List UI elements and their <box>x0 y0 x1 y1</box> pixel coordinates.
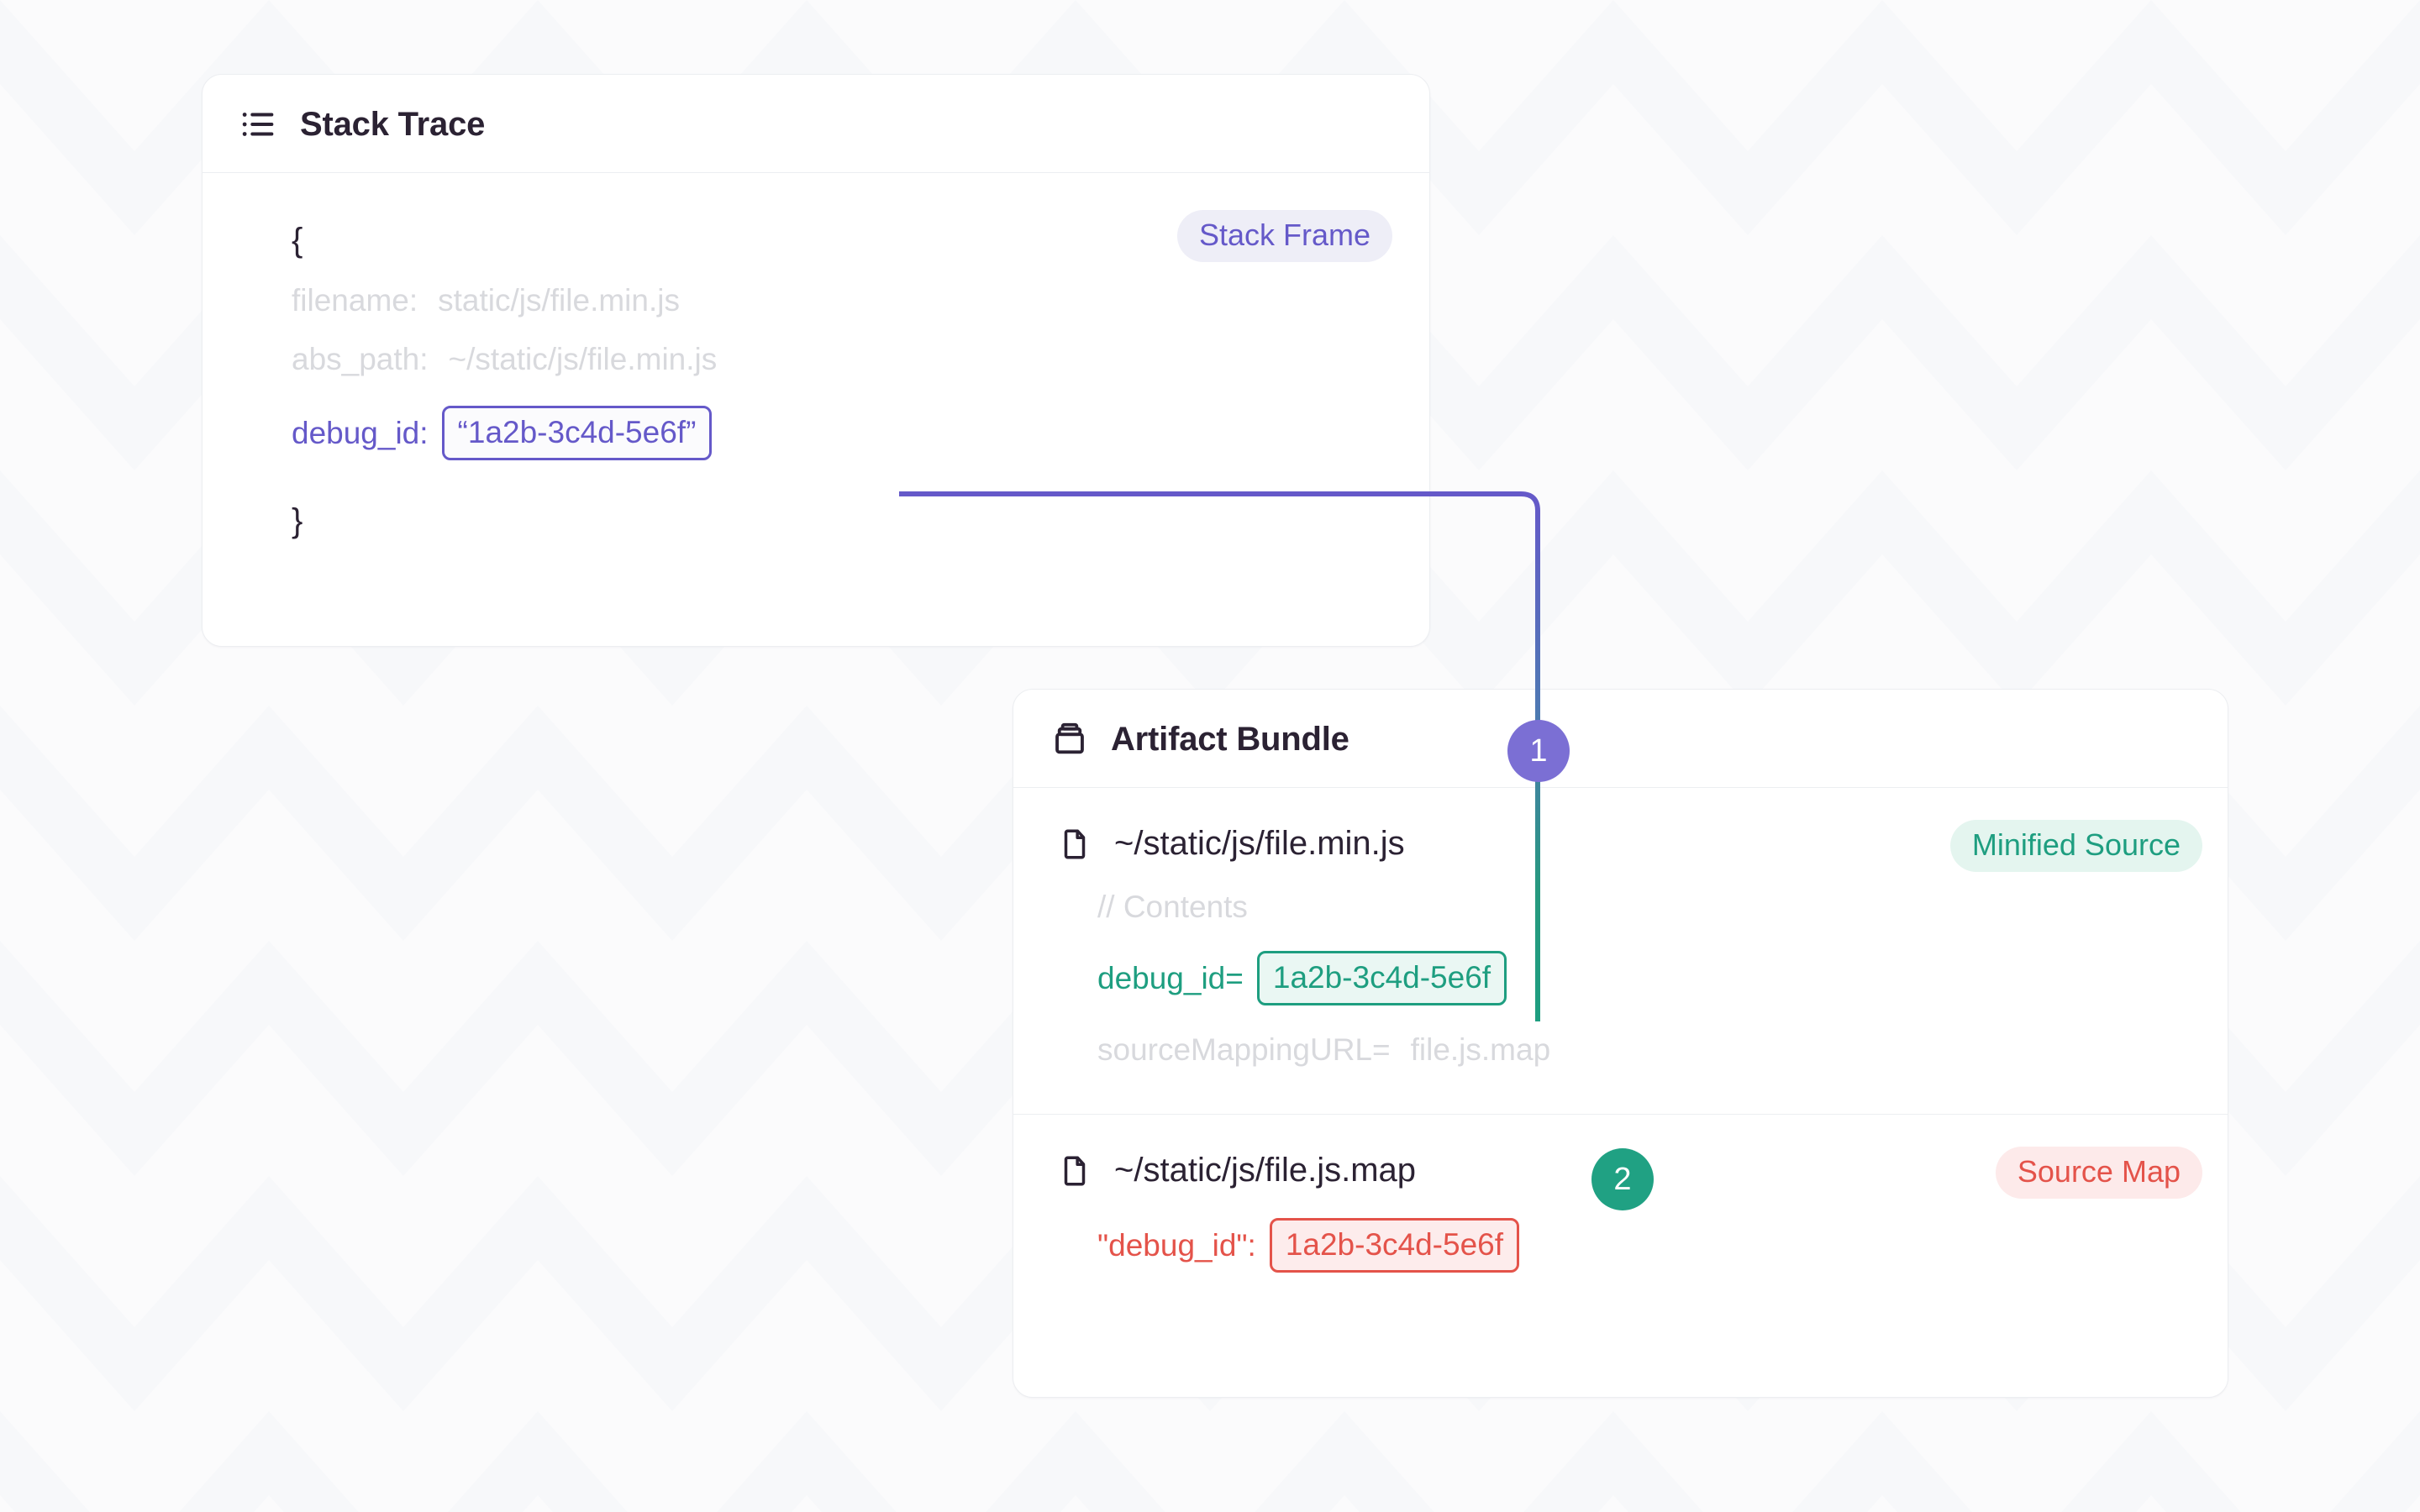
stack-frame-debug-id-value[interactable]: “1a2b-3c4d-5e6f” <box>441 406 713 460</box>
artifact-bundle-title: Artifact Bundle <box>1111 720 1349 758</box>
minified-source-debug-id-line: debug_id= 1a2b-3c4d-5e6f <box>1057 951 2184 1005</box>
contents-comment-text: // Contents <box>1097 890 1248 924</box>
field-filename-key: filename: <box>292 283 418 318</box>
minified-source-mapping-url-line: sourceMappingURL= file.js.map <box>1057 1034 2184 1065</box>
stack-trace-title: Stack Trace <box>300 105 486 143</box>
artifact-file-minified-source: Minified Source ~/static/js/file.min.js … <box>1013 788 2228 1082</box>
step-badge-1[interactable]: 1 <box>1507 720 1570 782</box>
file-icon <box>1057 1153 1092 1189</box>
stack-trace-card: Stack Trace Stack Frame { filename: stat… <box>202 74 1430 647</box>
json-brace-close-row: } <box>292 502 1392 540</box>
artifact-bundle-header: Artifact Bundle <box>1013 690 2228 788</box>
field-abs-path-value: ~/static/js/file.min.js <box>448 342 718 376</box>
field-abs-path-key: abs_path: <box>292 342 429 376</box>
source-map-debug-id-line: "debug_id": 1a2b-3c4d-5e6f <box>1057 1218 2184 1273</box>
source-map-file-name: ~/static/js/file.js.map <box>1114 1152 1417 1189</box>
field-abs-path: abs_path: ~/static/js/file.min.js <box>239 342 1392 377</box>
file-icon <box>1057 827 1092 862</box>
stack-frame-tag: Stack Frame <box>1176 210 1392 262</box>
field-filename: filename: static/js/file.min.js <box>239 283 1392 318</box>
source-map-debug-id-key: "debug_id": <box>1097 1228 1256 1263</box>
minified-debug-id-key: debug_id= <box>1097 961 1244 995</box>
stack-trace-header: Stack Trace <box>203 75 1429 173</box>
step-badge-2[interactable]: 2 <box>1591 1148 1654 1210</box>
list-icon <box>239 105 278 144</box>
minified-source-contents-comment: // Contents <box>1057 891 2184 922</box>
package-icon <box>1050 720 1089 759</box>
source-mapping-url-key: sourceMappingURL= <box>1097 1032 1391 1067</box>
brace-open: { <box>292 222 303 259</box>
source-map-tag: Source Map <box>1995 1147 2202 1199</box>
minified-source-tag: Minified Source <box>1949 820 2202 872</box>
minified-source-debug-id-value[interactable]: 1a2b-3c4d-5e6f <box>1256 951 1507 1005</box>
artifact-bundle-card: Artifact Bundle Minified Source ~/static… <box>1013 689 2228 1398</box>
source-mapping-url-value: file.js.map <box>1410 1032 1551 1067</box>
minified-source-file-name: ~/static/js/file.min.js <box>1114 825 1405 862</box>
field-debug-id-key: debug_id: <box>292 415 429 450</box>
source-map-debug-id-value[interactable]: 1a2b-3c4d-5e6f <box>1269 1218 1520 1273</box>
field-filename-value: static/js/file.min.js <box>438 283 680 318</box>
artifact-bundle-body: Minified Source ~/static/js/file.min.js … <box>1013 788 2228 1289</box>
field-debug-id: debug_id: “1a2b-3c4d-5e6f” <box>239 406 1392 460</box>
brace-close: } <box>292 502 303 539</box>
stack-trace-body: Stack Frame { filename: static/js/file.m… <box>203 173 1429 744</box>
